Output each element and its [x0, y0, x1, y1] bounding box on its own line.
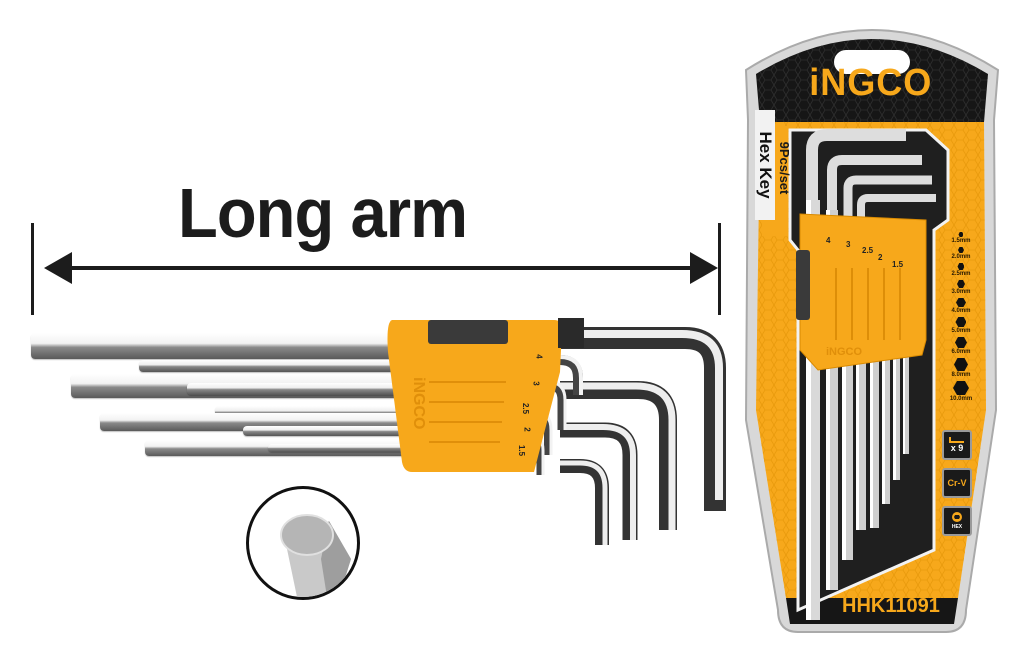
size-row-2-5: 2.5mm [951, 263, 971, 277]
pkg-holder-label-1-5: 1.5 [892, 260, 904, 269]
hex-size-icon [954, 337, 967, 348]
arrow-right-icon [690, 252, 718, 284]
long-arm-headline: Long arm [178, 174, 468, 252]
hex-size-icon [957, 263, 965, 270]
hex-key-10mm-long-arm [31, 333, 411, 359]
size-row-6-0: 6.0mm [951, 337, 971, 355]
blister-package [744, 29, 1000, 633]
package-brand-logo: iNGCO [809, 62, 933, 104]
spec-badge-quantity: x 9 [942, 430, 972, 460]
hex-key-5mm-long-arm [187, 383, 409, 395]
dimension-tick-right [718, 223, 721, 315]
size-row-10-0: 10.0mm [950, 381, 972, 402]
holder-label-2-5: 2.5 [521, 402, 531, 415]
pkg-holder-brand: iNGCO [826, 346, 863, 358]
hex-size-icon [955, 298, 966, 307]
pkg-holder-label-2: 2 [878, 253, 883, 262]
hex-key-8mm-long-arm [139, 360, 409, 372]
hex-key-icon [949, 437, 964, 443]
size-row-8-0: 8.0mm [951, 358, 971, 378]
package-title: Hex Key [755, 110, 775, 220]
holder-label-2: 2 [522, 427, 532, 432]
hex-socket-icon [952, 512, 962, 522]
size-row-3-0: 3.0mm [951, 280, 971, 295]
key-holder-clip: iNGCO [387, 318, 584, 472]
size-row-1-5: 1.5mm [951, 232, 971, 244]
model-number: HHK11091 [842, 595, 940, 617]
hex-size-icon [952, 381, 969, 395]
arrow-left-icon [44, 252, 72, 284]
hex-tip-detail [246, 486, 360, 600]
pkg-holder-label-4: 4 [826, 236, 831, 245]
hex-size-icon [953, 358, 968, 371]
spec-badge-hex: HEX [942, 506, 972, 536]
size-row-4-0: 4.0mm [951, 298, 971, 314]
dimension-tick-left [31, 223, 34, 315]
size-row-2-0: 2.0mm [951, 247, 971, 260]
hex-size-icon [958, 232, 964, 237]
hex-tip-icon [280, 514, 351, 597]
size-chart: 1.5mm 2.0mm 2.5mm 3.0mm 4.0mm 5.0mm 6.0m… [944, 232, 978, 402]
hex-size-icon [956, 280, 965, 288]
holder-label-4: 4 [534, 354, 544, 359]
holder-label-3: 3 [531, 381, 541, 386]
spec-badges: x 9 Cr-V HEX [942, 430, 972, 536]
pkg-holder-label-2-5: 2.5 [862, 246, 874, 255]
size-row-5-0: 5.0mm [951, 317, 971, 334]
hex-key-1_5mm-long-arm [268, 444, 408, 452]
spec-badge-material: Cr-V [942, 468, 972, 498]
package-subtitle: 9Pcs/set [777, 141, 792, 195]
dimension-line [60, 266, 700, 270]
hex-size-icon [955, 317, 967, 327]
pkg-holder-label-3: 3 [846, 240, 851, 249]
hex-size-icon [957, 247, 964, 253]
hex-key-2_5mm-long-arm [243, 426, 411, 436]
svg-text:iNGCO: iNGCO [410, 377, 427, 429]
holder-label-1-5: 1.5 [517, 444, 527, 457]
